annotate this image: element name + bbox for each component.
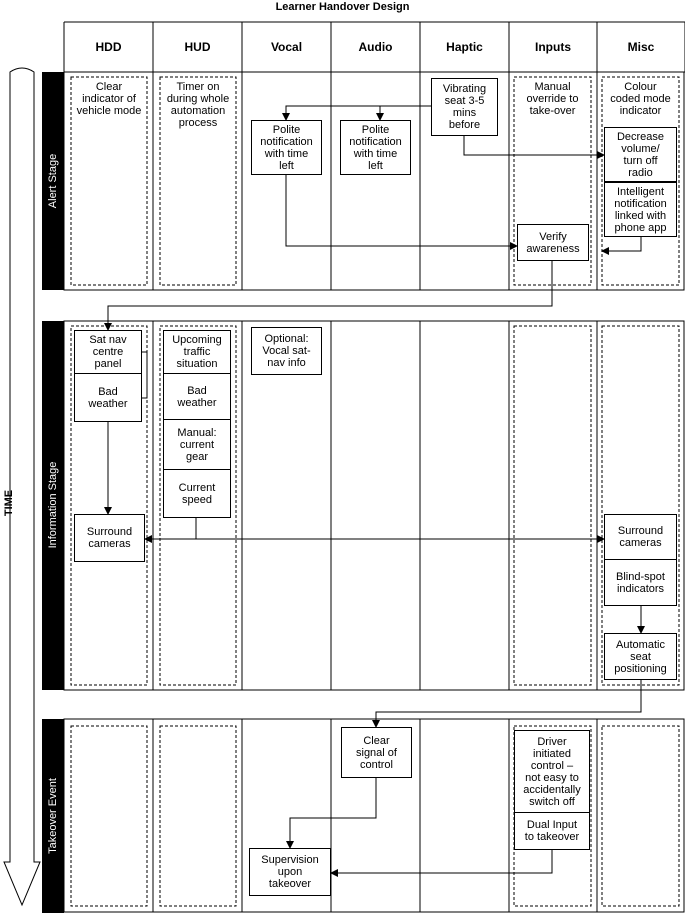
time-arrow xyxy=(3,67,41,907)
info-blindspot-node: Blind-spot indicators xyxy=(604,559,677,606)
column-header-misc: Misc xyxy=(627,40,655,54)
alert-verify-node: Verify awareness xyxy=(517,224,589,261)
info-cameras-misc-node: Surround cameras xyxy=(604,514,677,560)
alert-phone-node: Intelligent notification linked with pho… xyxy=(604,182,677,237)
info-cameras-hdd-node: Surround cameras xyxy=(74,514,145,562)
alert-radio-node: Decrease volume/ turn off radio xyxy=(604,127,677,182)
info-satnav-node: Sat nav centre panel xyxy=(74,330,142,374)
info-weather-hud-node: Bad weather xyxy=(163,373,231,420)
alert-inputs-text: Manual override to take-over xyxy=(526,81,579,117)
column-header-inputs: Inputs xyxy=(535,40,571,54)
stage-grid xyxy=(63,71,685,913)
dashed-cells xyxy=(70,76,680,907)
column-header-audio: Audio xyxy=(358,40,393,54)
info-gear-node: Manual: current gear xyxy=(163,419,231,470)
connectors xyxy=(104,105,645,877)
alert-hud-text: Timer on during whole automation process xyxy=(166,81,230,129)
takeover-driver-node: Driver initiated control – not easy to a… xyxy=(514,730,590,813)
stage-label-information: Information Stage xyxy=(47,461,59,549)
takeover-supervision-node: Supervision upon takeover xyxy=(249,848,331,896)
alert-misc-text: Colour coded mode indicator xyxy=(610,81,671,117)
info-speed-node: Current speed xyxy=(163,469,231,518)
diagram-title: Learner Handover Design xyxy=(275,1,410,13)
stage-bands xyxy=(42,72,64,913)
column-header-haptic: Haptic xyxy=(446,40,483,54)
takeover-dual-input-node: Dual Input to takeover xyxy=(514,812,590,850)
takeover-clear-signal-node: Clear signal of control xyxy=(341,727,412,778)
info-seat-node: Automatic seat positioning xyxy=(604,633,677,680)
column-header-vocal: Vocal xyxy=(270,40,303,54)
time-label: TIME xyxy=(3,489,15,517)
info-weather-hdd-node: Bad weather xyxy=(74,373,142,422)
info-vocal-node: Optional: Vocal sat- nav info xyxy=(251,327,322,375)
alert-haptic-node: Vibrating seat 3-5 mins before xyxy=(431,78,498,136)
stage-label-alert: Alert Stage xyxy=(47,153,59,209)
stage-label-takeover: Takeover Event xyxy=(47,778,59,854)
info-traffic-node: Upcoming traffic situation xyxy=(163,330,231,374)
column-header-hdd: HDD xyxy=(95,40,122,54)
alert-audio-node: Polite notification with time left xyxy=(340,120,411,175)
alert-vocal-node: Polite notification with time left xyxy=(251,120,322,175)
column-header-hud: HUD xyxy=(184,40,211,54)
alert-hdd-text: Clear indicator of vehicle mode xyxy=(76,81,142,117)
